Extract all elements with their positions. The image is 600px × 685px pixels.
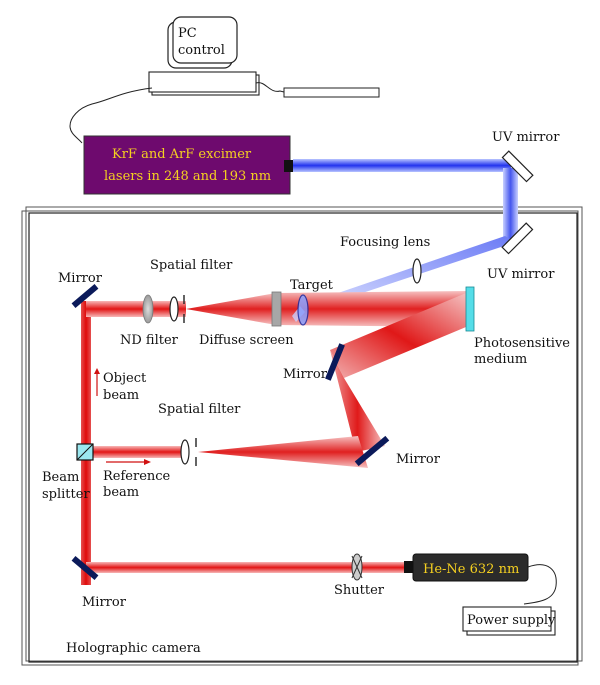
uv-beam-horizontal [293,159,511,172]
mirror-mid-label: Mirror [283,367,328,382]
red-beam-top [86,301,186,317]
beam-splitter-label-line1: Beam [42,470,79,485]
holographic-camera-label: Holographic camera [66,641,201,656]
mirror-top-left: Mirror [58,271,103,308]
pc-label: PC [178,26,197,41]
target-label: Target [290,278,334,293]
control-label: control [178,43,225,58]
holographic-camera-frame: Holographic camera [21,206,583,666]
reference-beam-arrow: Reference beam [103,459,171,500]
uv-mirror-bottom-label: UV mirror [487,267,555,282]
shutter-label: Shutter [334,583,385,598]
laser-cable [69,87,153,144]
beam-splitter-label-line2: splitter [42,487,90,502]
excimer-label-line2: lasers in 248 and 193 nm [104,169,271,184]
nd-filter-label: ND filter [120,333,179,348]
focusing-lens: Focusing lens [340,235,430,284]
hene-laser: He-Ne 632 nm [404,553,529,582]
object-beam-cone [186,293,276,325]
uv-beam-vertical [503,168,518,240]
mirror-top-left-label: Mirror [58,271,103,286]
mirror-bottom-left: Mirror [71,556,127,610]
reference-beam-label-line2: beam [103,485,139,500]
spatial-filter-mid: Spatial filter [158,402,241,466]
photosensitive-label-line1: Photosensitive [474,336,570,351]
red-beam-bottom [86,562,406,573]
hene-label: He-Ne 632 nm [423,562,519,577]
reference-beam-diagonal-upper [330,293,466,378]
mirror-bottom-left-label: Mirror [82,595,127,610]
diffuse-screen-label: Diffuse screen [199,333,294,348]
nd-filter: ND filter [120,294,179,348]
shutter: Shutter [334,553,385,598]
object-beam-label-line1: Object [103,371,147,386]
reference-beam-label-line1: Reference [103,469,171,484]
pc-cable [255,82,285,93]
pc-peripheral [283,87,380,98]
pc-keyboard [148,71,260,96]
uv-mirror-top-label: UV mirror [492,130,560,145]
mirror-mid: Mirror [283,343,345,382]
power-cable [523,564,557,605]
spatial-filter-top-label: Spatial filter [150,258,233,273]
focusing-lens-label: Focusing lens [340,235,430,250]
reference-beam-diagonal-lower [330,350,385,452]
photosensitive-medium: Photosensitive medium [465,286,570,367]
mirror-right-label: Mirror [396,452,441,467]
photosensitive-label-line2: medium [474,352,527,367]
target: Target [290,278,334,326]
uv-beam-vertical-overlap [503,205,518,219]
uv-mirror-top: UV mirror [492,130,560,183]
power-supply: Power supply [462,606,556,636]
spatial-filter-top: Spatial filter [150,258,233,323]
spatial-filter-mid-label: Spatial filter [158,402,241,417]
excimer-label-line1: KrF and ArF excimer [112,147,252,162]
reference-beam-cone [198,436,368,468]
object-beam-label-line2: beam [103,388,139,403]
mirror-right: Mirror [354,435,441,467]
beam-splitter: Beam splitter [42,443,94,502]
uv-mirror-bottom: UV mirror [487,222,555,282]
excimer-laser: KrF and ArF excimer lasers in 248 and 19… [83,135,293,195]
red-beam-reference [91,446,189,458]
object-beam-arrow: Object beam [94,368,147,403]
power-supply-label: Power supply [467,613,556,628]
pc-control: PC control [167,16,238,69]
red-beam-vertical [81,301,91,585]
diffuse-screen: Diffuse screen [199,291,294,348]
